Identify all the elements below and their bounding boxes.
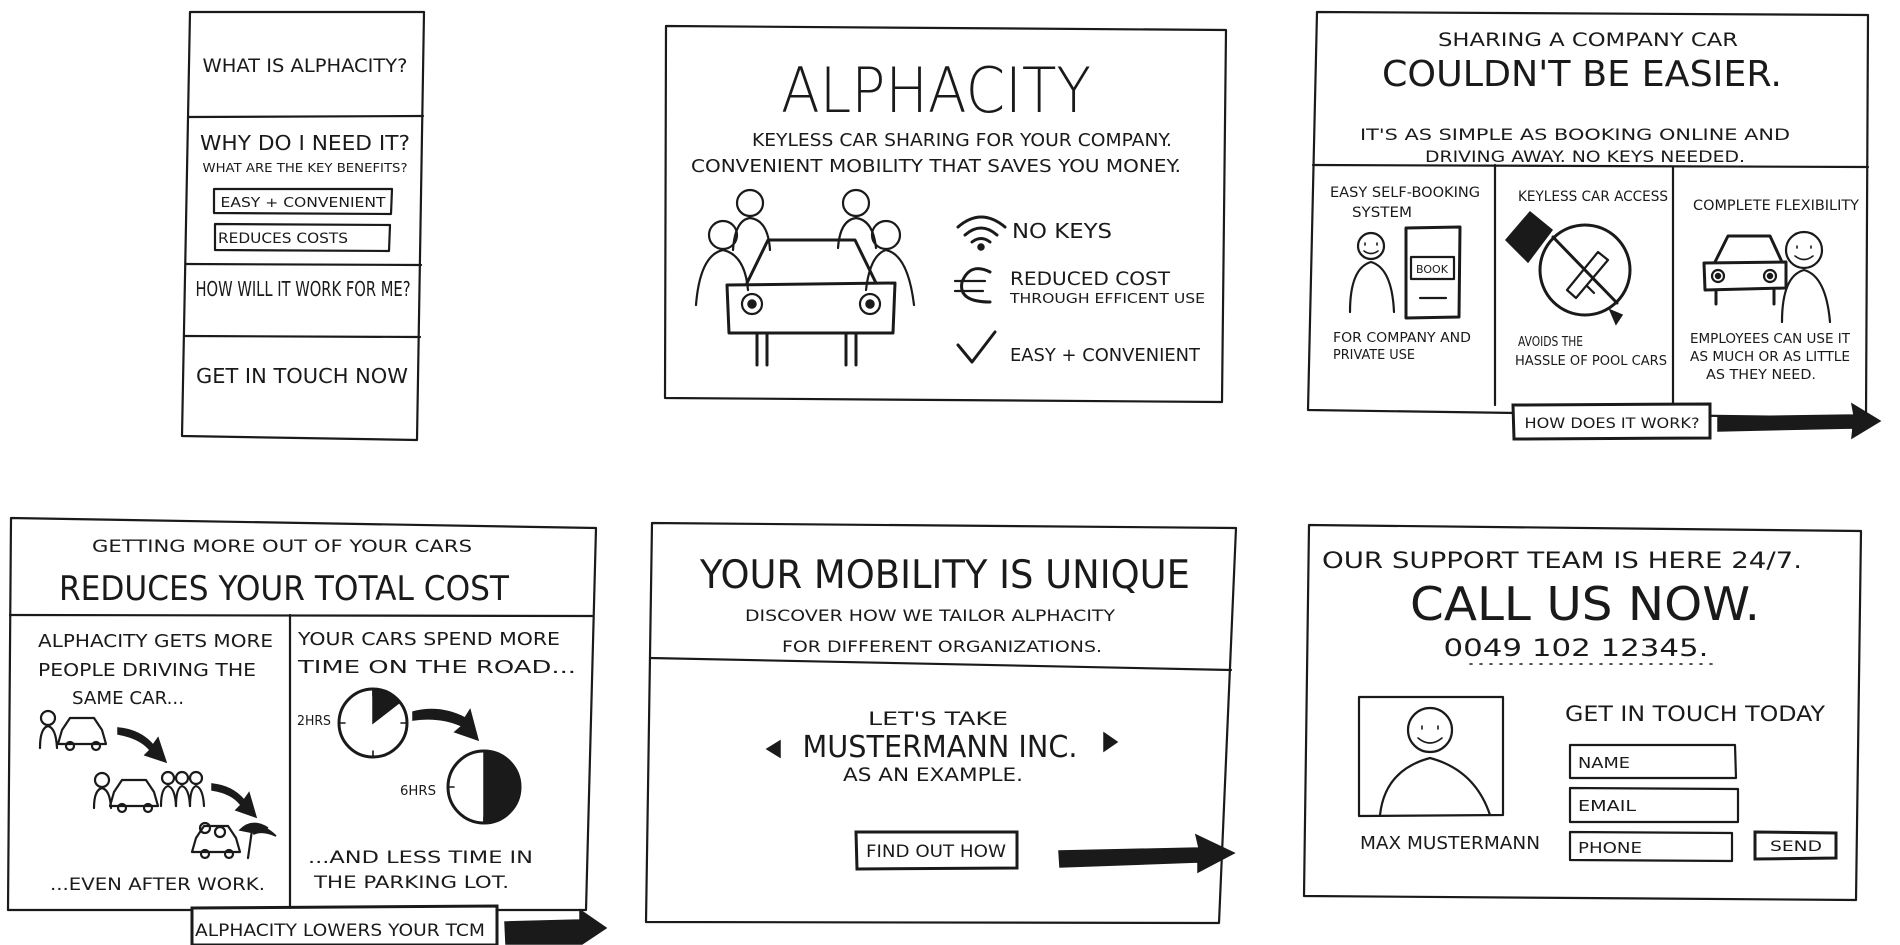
- nav-why-need[interactable]: WHY DO I NEED IT?: [200, 131, 410, 155]
- person-name: MAX MUSTERMANN: [1360, 833, 1540, 854]
- benefit-tag-easy[interactable]: EASY + CONVENIENT: [212, 187, 394, 216]
- cost-right-end-2: THE PARKING LOT.: [313, 873, 509, 893]
- clock-2hrs-label: 2HRS: [297, 714, 331, 729]
- sharing-headline: COULDN'T BE EASIER.: [1382, 54, 1782, 95]
- col1-title-1: EASY SELF-BOOKING: [1330, 185, 1480, 201]
- feature-reduced-cost-sub: THROUGH EFFICENT USE: [1009, 292, 1205, 307]
- cost-right-1: YOUR CARS SPEND MORE: [297, 629, 560, 650]
- sharing-sub-2: DRIVING AWAY. NO KEYS NEEDED.: [1425, 147, 1745, 166]
- feature-easy-convenient: EASY + CONVENIENT: [956, 330, 1201, 366]
- cost-kicker: GETTING MORE OUT OF YOUR CARS: [92, 537, 472, 557]
- car-icon: [1702, 234, 1788, 306]
- benefit-tag-costs[interactable]: REDUCES COSTS: [213, 222, 392, 253]
- find-out-how-label: FIND OUT HOW: [866, 842, 1006, 862]
- cost-headline: REDUCES YOUR TOTAL COST: [59, 569, 509, 609]
- mobility-lead: LET'S TAKE: [868, 708, 1008, 730]
- sharing-kicker: SHARING A COMPANY CAR: [1438, 29, 1738, 51]
- avatar: [1357, 695, 1505, 818]
- name-field[interactable]: NAME: [1568, 743, 1738, 780]
- phone-placeholder: PHONE: [1578, 839, 1642, 857]
- hero-title: ALPHACITY: [781, 54, 1091, 127]
- wifi-icon: [956, 215, 1007, 251]
- find-out-how-button[interactable]: FIND OUT HOW: [854, 830, 1019, 871]
- feature-easy-convenient-text: EASY + CONVENIENT: [1010, 345, 1201, 366]
- nav-key-benefits-question: WHAT ARE THE KEY BENEFITS?: [203, 161, 408, 175]
- smartphone-icon: BOOK: [1404, 225, 1462, 320]
- cost-left-1: ALPHACITY GETS MORE: [38, 631, 273, 652]
- cost-panel: GETTING MORE OUT OF YOUR CARS REDUCES YO…: [6, 516, 608, 945]
- feature-reduced-cost-text: REDUCED COST: [1010, 268, 1170, 290]
- col1-title-2: SYSTEM: [1352, 205, 1412, 221]
- phone-book-label: BOOK: [1416, 263, 1449, 276]
- alphacity-lowers-tcm-label: ALPHACITY LOWERS YOUR TCM: [195, 921, 485, 941]
- mobility-sub-2: FOR DIFFERENT ORGANIZATIONS.: [782, 637, 1102, 656]
- check-icon: [956, 330, 997, 364]
- col2-title: KEYLESS CAR ACCESS: [1518, 189, 1668, 205]
- contact-headline: CALL US NOW.: [1410, 577, 1760, 631]
- col3-title: COMPLETE FLEXIBILITY: [1693, 198, 1859, 214]
- benefit-tag-easy-label: EASY + CONVENIENT: [221, 196, 386, 211]
- contact-kicker: OUR SUPPORT TEAM IS HERE 24/7.: [1322, 549, 1802, 574]
- feature-reduced-cost: REDUCED COST THROUGH EFFICENT USE: [953, 267, 1205, 307]
- benefit-tag-costs-label: REDUCES COSTS: [218, 231, 348, 247]
- send-button[interactable]: SEND: [1753, 830, 1838, 861]
- name-placeholder: NAME: [1578, 754, 1630, 772]
- cost-left-2: PEOPLE DRIVING THE: [38, 660, 256, 681]
- clock-6hrs-label: 6HRS: [400, 784, 436, 799]
- col2-caption-1: AVOIDS THE: [1518, 335, 1583, 350]
- car-sharing-growth-illustration: [38, 709, 277, 860]
- cost-right-end-1: ...AND LESS TIME IN: [308, 848, 533, 868]
- mobility-company: MUSTERMANN INC.: [803, 730, 1078, 765]
- mobility-arrow-right-icon: [1058, 833, 1236, 874]
- arrow-right-icon: [1717, 402, 1882, 440]
- how-does-it-work-label: HOW DOES IT WORK?: [1525, 416, 1700, 432]
- nav-panel: WHAT IS ALPHACITY? WHY DO I NEED IT? WHA…: [180, 10, 426, 442]
- clock-6hrs-icon: [446, 749, 522, 825]
- contact-panel: OUR SUPPORT TEAM IS HERE 24/7. CALL US N…: [1302, 523, 1863, 902]
- email-placeholder: EMAIL: [1578, 797, 1637, 815]
- form-title: GET IN TOUCH TODAY: [1565, 702, 1825, 726]
- cost-left-3: SAME CAR...: [72, 688, 184, 709]
- contact-phone: 0049 102 12345.: [1444, 634, 1709, 662]
- cost-right-2: TIME ON THE ROAD...: [297, 657, 576, 678]
- euro-icon: [953, 267, 992, 304]
- no-keys-icon: [1504, 210, 1632, 326]
- col3-caption-3: AS THEY NEED.: [1706, 368, 1816, 383]
- alphacity-lowers-tcm-button[interactable]: ALPHACITY LOWERS YOUR TCM: [190, 904, 499, 945]
- sharing-panel: SHARING A COMPANY CAR COULDN'T BE EASIER…: [1306, 10, 1882, 441]
- nav-what-is[interactable]: WHAT IS ALPHACITY?: [203, 55, 408, 77]
- sharing-sub-1: IT'S AS SIMPLE AS BOOKING ONLINE AND: [1360, 125, 1790, 144]
- carousel-prev-icon[interactable]: [765, 739, 781, 759]
- nav-how-work[interactable]: HOW WILL IT WORK FOR ME?: [196, 277, 411, 301]
- mobility-panel: YOUR MOBILITY IS UNIQUE DISCOVER HOW WE …: [644, 521, 1238, 925]
- mobility-headline: YOUR MOBILITY IS UNIQUE: [699, 553, 1190, 598]
- send-label: SEND: [1770, 839, 1822, 855]
- col3-caption-2: AS MUCH OR AS LITTLE: [1690, 350, 1850, 365]
- col3-caption-1: EMPLOYEES CAN USE IT: [1690, 332, 1850, 347]
- cost-arrow-1: [412, 708, 480, 742]
- col2-caption-2: HASSLE OF POOL CARS: [1515, 354, 1667, 369]
- smiling-person-icon: [1780, 230, 1832, 324]
- nav-get-in-touch[interactable]: GET IN TOUCH NOW: [196, 364, 408, 388]
- col1-caption-1: FOR COMPANY AND: [1333, 331, 1471, 346]
- phone-field[interactable]: PHONE: [1568, 830, 1734, 863]
- person-icon: [1348, 231, 1396, 314]
- hero-panel: ALPHACITY KEYLESS CAR SHARING FOR YOUR C…: [663, 24, 1228, 404]
- mobility-tail: AS AN EXAMPLE.: [843, 764, 1023, 786]
- hero-tagline-1: KEYLESS CAR SHARING FOR YOUR COMPANY.: [752, 130, 1172, 151]
- cost-left-end: ...EVEN AFTER WORK.: [50, 875, 265, 895]
- feature-no-keys-text: NO KEYS: [1012, 219, 1112, 243]
- people-around-car-illustration: [694, 188, 916, 367]
- how-does-it-work-button[interactable]: HOW DOES IT WORK?: [1511, 402, 1712, 441]
- col1-caption-2: PRIVATE USE: [1333, 348, 1415, 363]
- cost-arrow-right-icon: [504, 908, 608, 945]
- carousel-next-icon[interactable]: [1103, 731, 1119, 753]
- clock-2hrs-icon: [337, 687, 409, 759]
- mobility-sub-1: DISCOVER HOW WE TAILOR ALPHACITY: [745, 606, 1115, 625]
- hero-tagline-2: CONVENIENT MOBILITY THAT SAVES YOU MONEY…: [691, 156, 1181, 177]
- feature-no-keys: NO KEYS: [956, 215, 1112, 251]
- email-field[interactable]: EMAIL: [1568, 786, 1740, 824]
